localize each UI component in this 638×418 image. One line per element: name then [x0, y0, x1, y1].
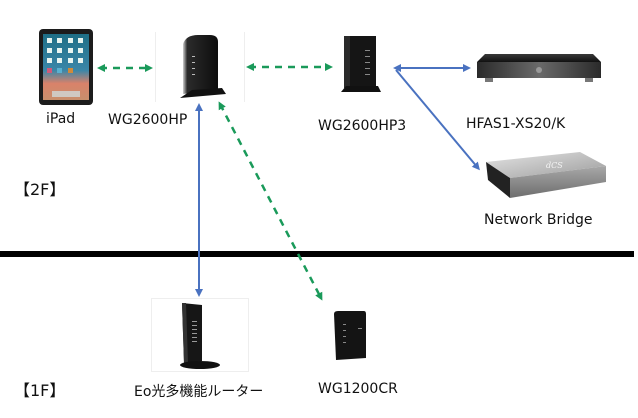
- wg2600hp-device[interactable]: [155, 32, 245, 102]
- network-bridge-icon: dCS: [486, 152, 606, 198]
- ipad-device[interactable]: [38, 28, 94, 106]
- router-icon: [341, 36, 381, 92]
- router-icon: [334, 311, 366, 360]
- hfas1-device[interactable]: [475, 50, 603, 86]
- wired-link-wg2600hp3-bridge: [395, 69, 480, 171]
- wg1200cr-device[interactable]: [328, 310, 372, 362]
- eo-router-device[interactable]: [151, 298, 249, 372]
- wg2600hp-label: WG2600HP: [108, 112, 188, 128]
- floor-label-2f: 【2F】: [14, 180, 66, 199]
- floor-label-1f: 【1F】: [14, 381, 66, 400]
- hfas1-label: HFAS1-XS20/K: [466, 116, 566, 132]
- wg2600hp3-device[interactable]: [338, 34, 384, 96]
- network-bridge-label: Network Bridge: [484, 212, 593, 228]
- wireless-link-wg2600hp-wg1200cr: [218, 101, 323, 301]
- audio-server-icon: [477, 54, 601, 82]
- wg2600hp3-label: WG2600HP3: [318, 118, 407, 134]
- wg1200cr-label: WG1200CR: [318, 381, 398, 397]
- svg-text:dCS: dCS: [546, 161, 563, 170]
- ipad-label: iPad: [46, 111, 76, 127]
- router-icon: [180, 303, 220, 369]
- tablet-icon: [39, 29, 93, 105]
- router-icon: [180, 35, 226, 98]
- network-bridge-device[interactable]: dCS: [484, 148, 608, 200]
- eo-router-label: Eo光多機能ルーター: [134, 384, 264, 400]
